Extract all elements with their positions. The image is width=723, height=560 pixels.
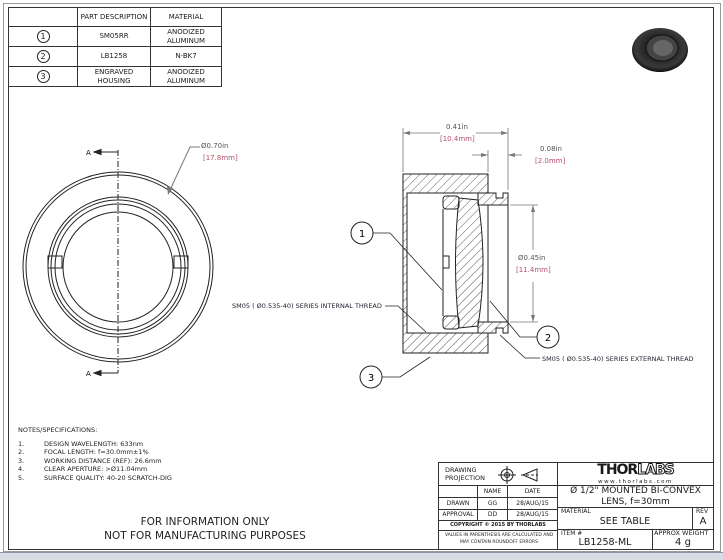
copyright: COPYRIGHT © 2015 BY THORLABS: [438, 520, 558, 531]
svg-text:1: 1: [359, 229, 365, 240]
external-thread-label: SM05 ( Ø0.535-40) SERIES EXTERNAL THREAD: [542, 355, 694, 363]
drawing-title-line-2: LENS, f=30mm: [601, 496, 670, 507]
viewer-bottom-bar: [0, 552, 723, 560]
balloon-3: 3: [36, 70, 50, 83]
length-in: 0.41in: [446, 123, 468, 131]
section-label-top: A: [86, 149, 91, 157]
balloon-1: 1: [350, 221, 374, 245]
svg-text:2: 2: [545, 333, 551, 344]
weight-value: 4 g: [675, 537, 691, 548]
drawing-sheet-border: [8, 7, 714, 550]
note-item: 3.WORKING DISTANCE (REF): 26.6mm: [18, 456, 162, 465]
thread-length-in: 0.08in: [540, 145, 562, 153]
disclaimer-line-2: NOT FOR MANUFACTURING PURPOSES: [104, 529, 306, 542]
drawing-frame: [3, 3, 721, 552]
balloon-2: 2: [36, 50, 50, 63]
internal-thread-label: SM05 ( Ø0.535-40) SERIES INTERNAL THREAD: [232, 302, 382, 310]
weight-label: APPROX WEIGHT: [654, 529, 709, 537]
svg-text:3: 3: [368, 373, 374, 384]
parts-table: PART DESCRIPTION MATERIAL 1 SM05RR ANODI…: [8, 7, 222, 87]
length-mm: [10.4mm]: [440, 135, 475, 143]
outer-diameter-in: Ø0.70in: [201, 142, 228, 150]
disclaimer-line-1: FOR INFORMATION ONLY: [140, 516, 270, 528]
balloon-1: 1: [36, 30, 50, 43]
drawing-title-line-1: Ø 1/2" MOUNTED BI-CONVEX: [570, 486, 701, 496]
note-item: 4.CLEAR APERTURE: >Ø11.04mm: [18, 465, 148, 474]
projection-symbol-icon: [498, 466, 538, 484]
table-row: 2 LB1258 N-BK7: [8, 46, 222, 67]
bore-diameter-mm: [11.4mm]: [516, 266, 551, 274]
product-photo: [632, 28, 688, 72]
material-label: MATERIAL: [561, 508, 591, 515]
drawing-projection-label: DRAWING PROJECTION: [445, 466, 485, 482]
outer-diameter-mm: [17.8mm]: [203, 154, 238, 162]
website: www.thorlabs.com: [598, 479, 673, 485]
note-item: 2.FOCAL LENGTH: f=30.0mm±1%: [18, 448, 149, 457]
leaders: [373, 232, 540, 378]
balloon-2: 2: [536, 325, 560, 349]
thorlabs-logo: THORLABS: [597, 462, 675, 479]
thread-length-mm: [2.0mm]: [535, 157, 566, 165]
balloon-3: 3: [359, 365, 383, 389]
note-item: 1.DESIGN WAVELENGTH: 633nm: [18, 439, 144, 448]
rev-value: A: [699, 516, 707, 527]
disclaimer: FOR INFORMATION ONLY NOT FOR MANUFACTURI…: [95, 516, 315, 543]
title-block: DRAWING PROJECTION NAME DATE DRAWN GG 28…: [438, 462, 714, 550]
notes-title: NOTES/SPECIFICATIONS:: [18, 426, 98, 434]
material-value: SEE TABLE: [599, 516, 651, 527]
rev-label: REV: [696, 508, 709, 515]
section-view: [402, 173, 509, 354]
values-note: VALUES IN PARENTHESIS ARE CALCULATED AND…: [444, 533, 554, 545]
front-view: [22, 146, 214, 377]
note-item: 5.SURFACE QUALITY: 40-20 SCRATCH-DIG: [18, 473, 172, 482]
item-label: ITEM #: [561, 530, 583, 537]
bore-diameter-in: Ø0.45in: [518, 254, 545, 262]
dimension-lines: [402, 128, 538, 323]
notes-specifications: NOTES/SPECIFICATIONS: 1.DESIGN WAVELENGT…: [18, 426, 172, 483]
section-label-bottom: A: [86, 370, 91, 378]
item-number: LB1258-ML: [578, 537, 632, 548]
